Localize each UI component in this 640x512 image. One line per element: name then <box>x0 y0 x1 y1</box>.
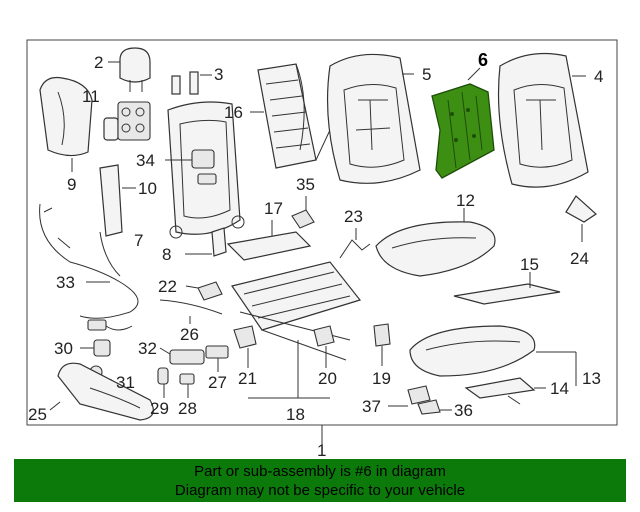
callout-20: 20 <box>318 369 337 388</box>
callout-25: 25 <box>28 405 47 424</box>
callout-29: 29 <box>150 399 169 418</box>
footer-line-1: Part or sub-assembly is #6 in diagram <box>194 463 446 480</box>
callout-28: 28 <box>178 399 197 418</box>
callout-9: 9 <box>67 175 76 194</box>
callout-12: 12 <box>456 191 475 210</box>
part-seatback-frame <box>165 101 245 239</box>
callout-8: 8 <box>162 245 171 264</box>
part-side-shield <box>49 362 154 421</box>
part-cushion-tray <box>453 272 561 305</box>
part-harness-bracket <box>159 281 223 324</box>
footer-banner: Part or sub-assembly is #6 in diagram Di… <box>14 459 626 502</box>
callout-17: 17 <box>264 199 283 218</box>
callout-7: 7 <box>134 231 143 250</box>
callout-16: 16 <box>224 103 243 122</box>
callout-14: 14 <box>550 379 569 398</box>
callout-3: 3 <box>214 65 223 84</box>
part-seat-frame-track <box>231 261 362 399</box>
part-seat-cushion-pad <box>375 208 496 277</box>
part-clip <box>565 195 597 242</box>
part-seat-cover <box>409 325 577 386</box>
callout-labels: 1 2 3 4 5 6 7 8 9 10 11 12 13 14 15 16 1… <box>28 50 603 460</box>
callout-2: 2 <box>94 53 103 72</box>
callout-27: 27 <box>208 373 227 392</box>
callout-32: 32 <box>138 339 157 358</box>
callout-10: 10 <box>138 179 157 198</box>
callout-34: 34 <box>136 151 155 170</box>
part-lumbar-mat <box>250 63 331 169</box>
part-side-cover <box>99 164 136 237</box>
callout-26: 26 <box>180 325 199 344</box>
part-connectors <box>388 385 452 415</box>
part-seatback-pad-rear <box>497 52 589 188</box>
footer-line-2: Diagram may not be specific to your vehi… <box>174 482 466 499</box>
callout-23: 23 <box>344 207 363 226</box>
callout-6: 6 <box>478 50 488 70</box>
callout-31: 31 <box>116 373 135 392</box>
callout-22: 22 <box>158 277 177 296</box>
callout-24: 24 <box>570 249 589 268</box>
part-trim-pieces <box>233 323 391 368</box>
part-adjuster <box>226 196 315 261</box>
callout-30: 30 <box>54 339 73 358</box>
part-bottom-pad <box>464 377 546 405</box>
part-switch <box>103 101 151 141</box>
callout-21: 21 <box>238 369 257 388</box>
callout-36: 36 <box>454 401 473 420</box>
part-headrest <box>108 47 151 92</box>
part-bracket <box>185 227 227 257</box>
callout-4: 4 <box>594 67 603 86</box>
part-wire-clip <box>339 228 371 259</box>
callout-13: 13 <box>582 369 601 388</box>
part-wiring-harness <box>39 203 139 331</box>
callout-33: 33 <box>56 273 75 292</box>
part-back-panel <box>39 76 93 172</box>
callout-19: 19 <box>372 369 391 388</box>
part-switch-bezels <box>157 345 229 398</box>
callout-15: 15 <box>520 255 539 274</box>
callout-18: 18 <box>286 405 305 424</box>
callout-11: 11 <box>82 87 100 106</box>
callout-1: 1 <box>317 441 326 460</box>
part-seatback-pad-front <box>326 53 421 184</box>
part-headrest-guides <box>171 71 212 95</box>
callout-5: 5 <box>422 65 431 84</box>
part-6-highlighted <box>431 67 495 179</box>
callout-37: 37 <box>362 397 381 416</box>
callout-35: 35 <box>296 175 315 194</box>
